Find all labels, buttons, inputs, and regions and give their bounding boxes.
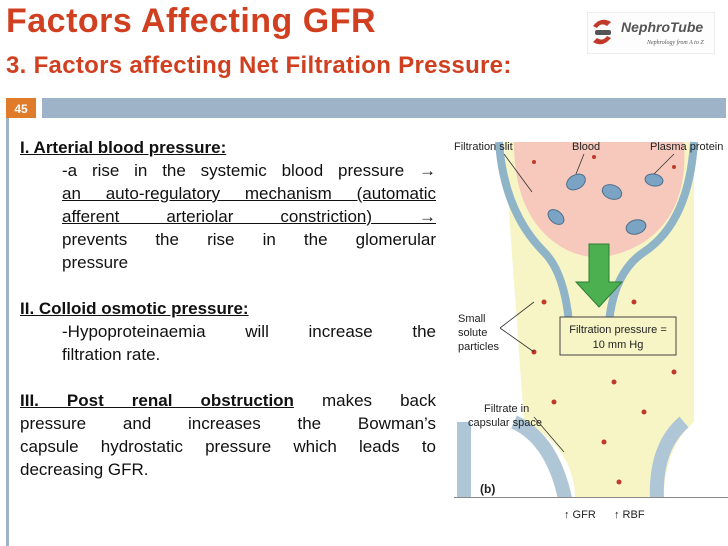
body-line: pressure and increases the Bowman’s xyxy=(20,414,436,433)
solute-particles xyxy=(531,155,677,515)
section-heading-colloid: II. Colloid osmotic pressure: xyxy=(20,299,249,318)
section-heading-arterial: I. Arterial blood pressure: xyxy=(20,138,227,157)
glomerulus-diagram: Filtration slit Blood Plasma protein Sma… xyxy=(444,122,728,542)
nephrotube-logo: NephroTube Nephrology from A to Z xyxy=(587,12,715,54)
body-line: an auto-regulatory mechanism (automatic xyxy=(20,182,436,205)
body-text-inline: makes back xyxy=(321,391,436,410)
logo-name: NephroTube xyxy=(621,19,703,35)
pressure-value: 10 mm Hg xyxy=(593,339,644,351)
label-filtrate-2: capsular space xyxy=(468,417,542,429)
panel-label: (b) xyxy=(480,482,495,496)
label-filtrate-1: Filtrate in xyxy=(484,403,529,415)
label-gfr: ↑ GFR xyxy=(564,509,596,521)
red-blood-cells xyxy=(547,173,664,235)
slide-body: I. Arterial blood pressure: -a rise in t… xyxy=(20,136,436,481)
body-line: decreasing GFR. xyxy=(20,460,149,479)
body-line: -Hypoproteinaemia will increase the xyxy=(62,322,436,341)
section-heading-obstruction: III. Post renal obstruction xyxy=(20,391,294,410)
header-rule xyxy=(42,98,726,118)
label-plasma-protein: Plasma protein xyxy=(650,141,723,153)
label-rbf: ↑ RBF xyxy=(614,509,645,521)
filtration-arrow-icon xyxy=(574,243,624,308)
body-line: pressure xyxy=(62,253,129,272)
left-rule xyxy=(6,118,9,546)
body-line: filtration rate. xyxy=(62,345,161,364)
body-line: afferent arteriolar constriction) → xyxy=(20,205,436,228)
slide-title: Factors Affecting GFR xyxy=(6,2,377,40)
nephrotube-emblem-icon xyxy=(593,19,611,45)
pressure-label: Filtration pressure = xyxy=(569,324,667,336)
body-line: III. Post renal obstruction makes back xyxy=(20,389,436,412)
body-line: -a rise in the systemic blood pressure → xyxy=(62,161,436,180)
label-solute: solute xyxy=(458,327,487,339)
label-blood: Blood xyxy=(572,141,600,153)
underlined-text: an auto-regulatory mechanism (automatic xyxy=(62,184,436,203)
body-line: capsule hydrostatic pressure which leads… xyxy=(20,437,436,456)
label-filtration-slit: Filtration slit xyxy=(454,141,513,153)
underlined-text: afferent arteriolar constriction) → xyxy=(62,207,436,226)
slide-number: 45 xyxy=(6,98,36,118)
logo-tagline: Nephrology from A to Z xyxy=(646,39,704,46)
pressure-box xyxy=(559,316,677,356)
body-line: prevents the rise in the glomerular xyxy=(62,230,436,249)
label-small: Small xyxy=(458,313,486,325)
label-particles: particles xyxy=(458,341,499,353)
slide-subtitle: 3. Factors affecting Net Filtration Pres… xyxy=(6,52,512,79)
